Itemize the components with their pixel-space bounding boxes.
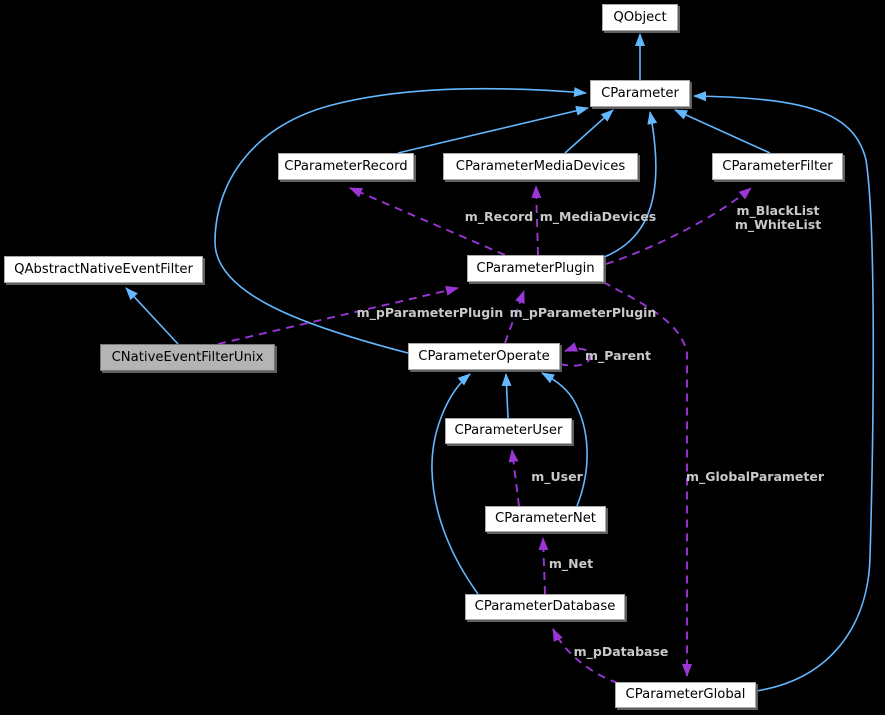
- edge-label-m-whitelist: m_WhiteList: [734, 217, 822, 232]
- edge-usage-global-database: [552, 628, 619, 684]
- edge-inherit-plugin-cparameter: [603, 111, 658, 258]
- edge-inherit-net-operate: [541, 372, 588, 507]
- node-cparameter-media-devices[interactable]: CParameterMediaDevices: [443, 153, 638, 180]
- edge-usage-plugin-mediadevices: [531, 185, 542, 256]
- edge-inherit-unix-qabstractnativeeventfilter: [125, 287, 179, 345]
- edge-inherit-mediadevices-cparameter: [564, 109, 614, 154]
- node-qabstract-native-event-filter[interactable]: QAbstractNativeEventFilter: [4, 256, 203, 283]
- edge-label-m-blacklist-whitelist: m_BlackList m_WhiteList: [735, 204, 821, 232]
- edge-usage-operate-self-parent: [559, 342, 591, 367]
- node-cparameter-global[interactable]: CParameterGlobal: [615, 682, 756, 708]
- edge-label-m-parent: m_Parent: [584, 348, 652, 363]
- edge-label-m-globalparameter: m_GlobalParameter: [685, 469, 825, 484]
- node-cparameter[interactable]: CParameter: [590, 80, 690, 107]
- edge-label-m-mediadevices: m_MediaDevices: [539, 209, 657, 224]
- edge-inherit-record-cparameter: [397, 105, 589, 154]
- edge-usage-net-user: [508, 449, 520, 507]
- node-cparameter-plugin[interactable]: CParameterPlugin: [467, 255, 604, 282]
- node-cnative-event-filter-unix: CNativeEventFilterUnix: [100, 344, 275, 371]
- edge-usage-plugin-global: [602, 281, 692, 677]
- node-cparameter-operate[interactable]: CParameterOperate: [408, 343, 560, 370]
- edge-inherit-operate-cparameter: [214, 87, 587, 354]
- edge-inherit-global-cparameter: [693, 91, 875, 692]
- edge-inherit-database-operate: [431, 373, 479, 595]
- edge-usage-plugin-record: [349, 187, 506, 256]
- node-cparameter-record[interactable]: CParameterRecord: [278, 153, 414, 180]
- edge-label-m-net: m_Net: [548, 556, 594, 571]
- edge-inherit-filter-cparameter: [674, 109, 771, 154]
- edge-usage-database-net: [538, 537, 549, 595]
- edge-label-m-pparameterplugin-left: m_pParameterPlugin: [356, 305, 504, 320]
- node-qobject[interactable]: QObject: [602, 4, 678, 31]
- edge-label-m-user: m_User: [531, 469, 583, 484]
- edge-label-m-pparameterplugin-right: m_pParameterPlugin: [509, 305, 657, 320]
- edge-usage-operate-plugin: [504, 290, 525, 344]
- node-cparameter-net[interactable]: CParameterNet: [485, 506, 606, 532]
- edge-inherit-user-operate: [501, 373, 512, 419]
- node-cparameter-database[interactable]: CParameterDatabase: [465, 594, 625, 620]
- edge-label-m-pdatabase: m_pDatabase: [573, 644, 669, 659]
- node-cparameter-filter[interactable]: CParameterFilter: [712, 153, 843, 180]
- edge-label-m-blacklist: m_BlackList: [736, 203, 820, 218]
- edge-label-m-record: m_Record: [464, 209, 534, 224]
- node-cparameter-user[interactable]: CParameterUser: [445, 418, 572, 444]
- edge-usage-plugin-filter: [605, 187, 752, 265]
